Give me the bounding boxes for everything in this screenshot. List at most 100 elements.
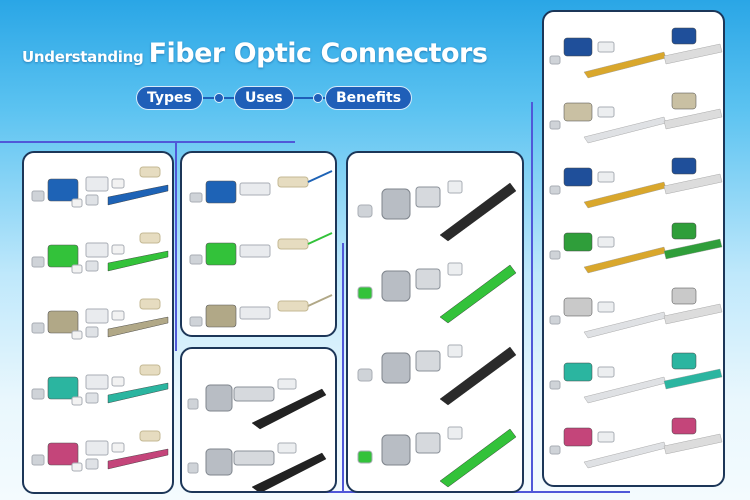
- threaded-nut: [381, 434, 411, 466]
- ferrule-assembly: [139, 298, 161, 310]
- boot-part: [107, 184, 169, 206]
- ferrule-part: [549, 185, 561, 195]
- spring-part: [447, 262, 463, 276]
- lc-housing: [563, 427, 593, 447]
- boot-part: [663, 433, 723, 455]
- connector-housing: [47, 442, 79, 466]
- lc-connectors-panel: [542, 10, 725, 487]
- spring-part: [111, 310, 125, 321]
- connector-housing: [205, 180, 237, 204]
- sc-simplex-illustration: [189, 170, 333, 328]
- ferrule-assembly: [277, 176, 309, 188]
- spring-part: [447, 180, 463, 194]
- lc-clip: [671, 157, 697, 175]
- ferrule-part: [357, 204, 373, 218]
- crimp-sleeve: [85, 326, 99, 338]
- ferrule-part: [189, 316, 203, 327]
- ferrule-part: [189, 192, 203, 203]
- boot-part: [439, 182, 517, 242]
- ferrule-assembly: [139, 166, 161, 178]
- connector-housing: [47, 376, 79, 400]
- ferrule-part: [31, 256, 45, 268]
- spring-part: [277, 442, 297, 454]
- title-main: Fiber Optic Connectors: [148, 38, 488, 69]
- connector-housing: [47, 310, 79, 334]
- decor-line-right: [531, 102, 533, 492]
- connector-housing: [205, 242, 237, 266]
- threaded-nut: [381, 188, 411, 220]
- st-connectors-panel: [180, 347, 337, 493]
- boot-part: [663, 368, 723, 390]
- connector-housing: [47, 244, 79, 268]
- fiber-cable: [583, 441, 667, 469]
- spring-part: [111, 244, 125, 255]
- boot-part: [107, 250, 169, 272]
- boot-part: [663, 108, 723, 130]
- tag-uses: Uses: [234, 86, 294, 110]
- ferrule-part: [189, 254, 203, 265]
- inner-housing: [85, 374, 109, 390]
- lc-housing: [563, 232, 593, 252]
- lc-housing: [563, 362, 593, 382]
- connector-body: [233, 450, 275, 466]
- lc-clip: [671, 417, 697, 435]
- lc-connectors-illustration: [549, 27, 723, 469]
- fiber-cable: [307, 170, 333, 183]
- spring-part: [111, 376, 125, 387]
- boot-part: [439, 428, 517, 488]
- boot-part: [663, 43, 723, 65]
- connector-body: [415, 268, 441, 290]
- spring-part: [111, 442, 125, 453]
- fiber-cable: [583, 116, 667, 144]
- st-connectors-illustration: [187, 378, 327, 491]
- fc-connectors-illustration: [357, 180, 517, 488]
- inner-housing: [239, 182, 271, 196]
- ferrule-part: [31, 388, 45, 400]
- boot-part: [663, 238, 723, 260]
- lc-clip: [671, 27, 697, 45]
- lc-housing: [563, 37, 593, 57]
- ferrule-part: [549, 380, 561, 390]
- tag-dot: [313, 93, 323, 103]
- boot-part: [107, 316, 169, 338]
- ferrule-part: [31, 454, 45, 466]
- ferrule-assembly: [139, 430, 161, 442]
- title-prefix: Understanding: [22, 48, 144, 66]
- lc-housing: [563, 167, 593, 187]
- ferrule-assembly: [139, 364, 161, 376]
- boot-part: [107, 382, 169, 404]
- ferrule-part: [549, 120, 561, 130]
- boot-part: [251, 388, 327, 430]
- fc-connectors-panel: [346, 151, 524, 493]
- spring-part: [597, 236, 615, 248]
- spring-part: [597, 41, 615, 53]
- ferrule-part: [187, 398, 199, 410]
- spring-part: [597, 431, 615, 443]
- crimp-sleeve: [85, 392, 99, 404]
- spring-part: [597, 301, 615, 313]
- boot-part: [439, 264, 517, 324]
- boot-part: [107, 448, 169, 470]
- ferrule-part: [549, 250, 561, 260]
- lc-housing: [563, 102, 593, 122]
- boot-part: [663, 303, 723, 325]
- crimp-ring: [71, 330, 83, 340]
- ferrule-part: [187, 462, 199, 474]
- boot-part: [663, 173, 723, 195]
- ferrule-part: [357, 368, 373, 382]
- fiber-cable: [307, 294, 333, 307]
- connector-body: [415, 350, 441, 372]
- ferrule-part: [31, 190, 45, 202]
- crimp-ring: [71, 396, 83, 406]
- page-title: Understanding Fiber Optic Connectors: [22, 38, 488, 69]
- boot-part: [439, 346, 517, 406]
- spring-part: [597, 171, 615, 183]
- threaded-nut: [381, 270, 411, 302]
- inner-housing: [85, 242, 109, 258]
- sc-connectors-illustration: [31, 166, 169, 472]
- decor-line-vertical-mid: [342, 243, 344, 493]
- fiber-cable: [583, 181, 667, 209]
- fiber-cable: [583, 311, 667, 339]
- spring-part: [277, 378, 297, 390]
- lc-clip: [671, 92, 697, 110]
